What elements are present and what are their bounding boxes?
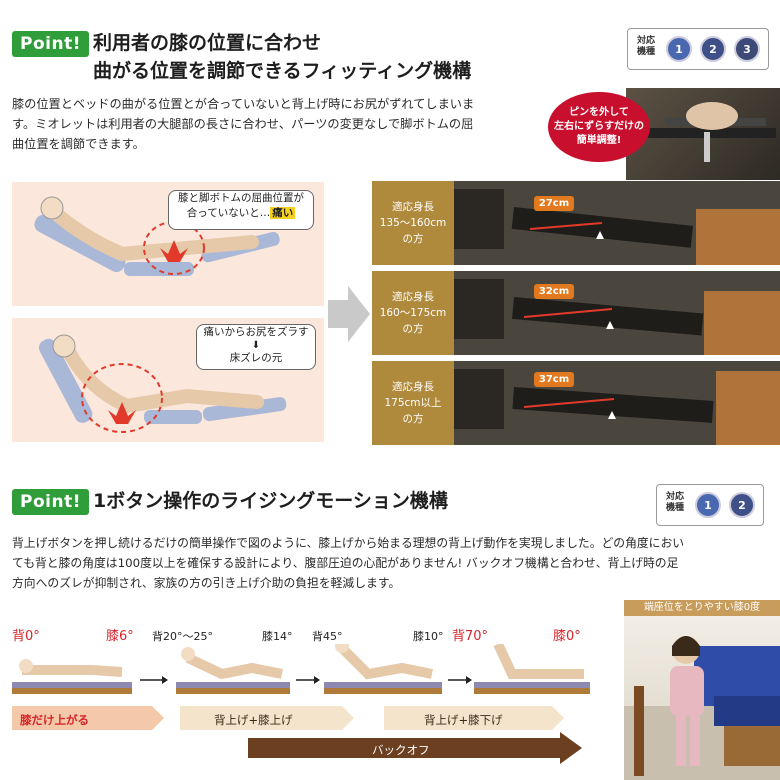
height-row-3-measure: 37cm (534, 372, 574, 387)
height-row-3-photo (454, 361, 780, 445)
stage-back-70: 背70° (452, 629, 489, 644)
point-badge-2: Point! (12, 489, 89, 515)
compatible-label-2: 対応機種 (665, 492, 684, 513)
height-row-2-measure: 32cm (534, 284, 574, 299)
height-row-2-photo (454, 271, 780, 355)
slip-speech-bubble: 痛いからお尻をズラす ⬇ 床ズレの元 (196, 324, 316, 370)
illustration-panel-slip (12, 318, 324, 442)
section2-body: 背上げボタンを押し続けるだけの簡単操作で図のように、膝上げから始まる理想の背上げ… (12, 536, 685, 590)
section2-title: 1ボタン操作のライジングモーション機構 (93, 490, 448, 512)
pin-adjust-badge: ピンを外して 左右にずらすだけの 簡単調整! (548, 92, 650, 162)
pin-adjust-photo (626, 88, 780, 180)
compatible-models-box-1: 対応機種 1 2 3 (627, 28, 769, 70)
stage-knee-10: 膝10° (413, 630, 444, 643)
section1-title-line1: 利用者の膝の位置に合わせ (93, 32, 322, 54)
section1-body: 膝の位置とベッドの曲がる位置とが合っていないと背上げ時にお尻がずれてしまいま す… (12, 97, 475, 151)
right-arrow-icon (328, 286, 370, 342)
compatible-label: 対応機種 (636, 36, 655, 57)
mode-3-icon: 3 (734, 36, 760, 62)
bed-stage-illustrations (12, 644, 590, 694)
pain-speech-bubble: 膝と脚ボトムの屈曲位置が 合っていないと…痛い (168, 190, 314, 230)
height-row-1-measure: 27cm (534, 196, 574, 211)
sitting-photo (624, 616, 780, 780)
mode-2-icon: 2 (700, 36, 726, 62)
stage-knee-6: 膝6° (106, 629, 134, 644)
mode-1-icon: 1 (695, 492, 721, 518)
phase-back-off: バックオフ (372, 743, 430, 757)
stage-back-45: 背45° (312, 630, 343, 643)
phase-knee-only: 膝だけ上がる (20, 713, 89, 727)
phase-back-knee-down: 背上げ+膝下げ (424, 713, 503, 727)
stage-knee-0: 膝0° (553, 629, 581, 644)
stage-back-0: 背0° (12, 629, 40, 644)
bed-slip-illustration (38, 334, 287, 433)
mode-2-icon: 2 (729, 492, 755, 518)
stage-back-20: 背20°〜25° (152, 630, 213, 643)
point-badge-1: Point! (12, 31, 89, 57)
phase-back-knee-up: 背上げ+膝上げ (214, 713, 293, 727)
height-row-1-photo (454, 181, 780, 265)
phase-arrows (12, 706, 582, 764)
stage-knee-14: 膝14° (262, 630, 293, 643)
compatible-models-box-2: 対応機種 1 2 (656, 484, 764, 526)
section1-title-line2: 曲がる位置を調節できるフィッティング機構 (93, 60, 472, 82)
bed-pain-illustration (34, 196, 280, 276)
photo-caption: 端座位をとりやすい膝0度 (624, 600, 780, 616)
mode-1-icon: 1 (666, 36, 692, 62)
